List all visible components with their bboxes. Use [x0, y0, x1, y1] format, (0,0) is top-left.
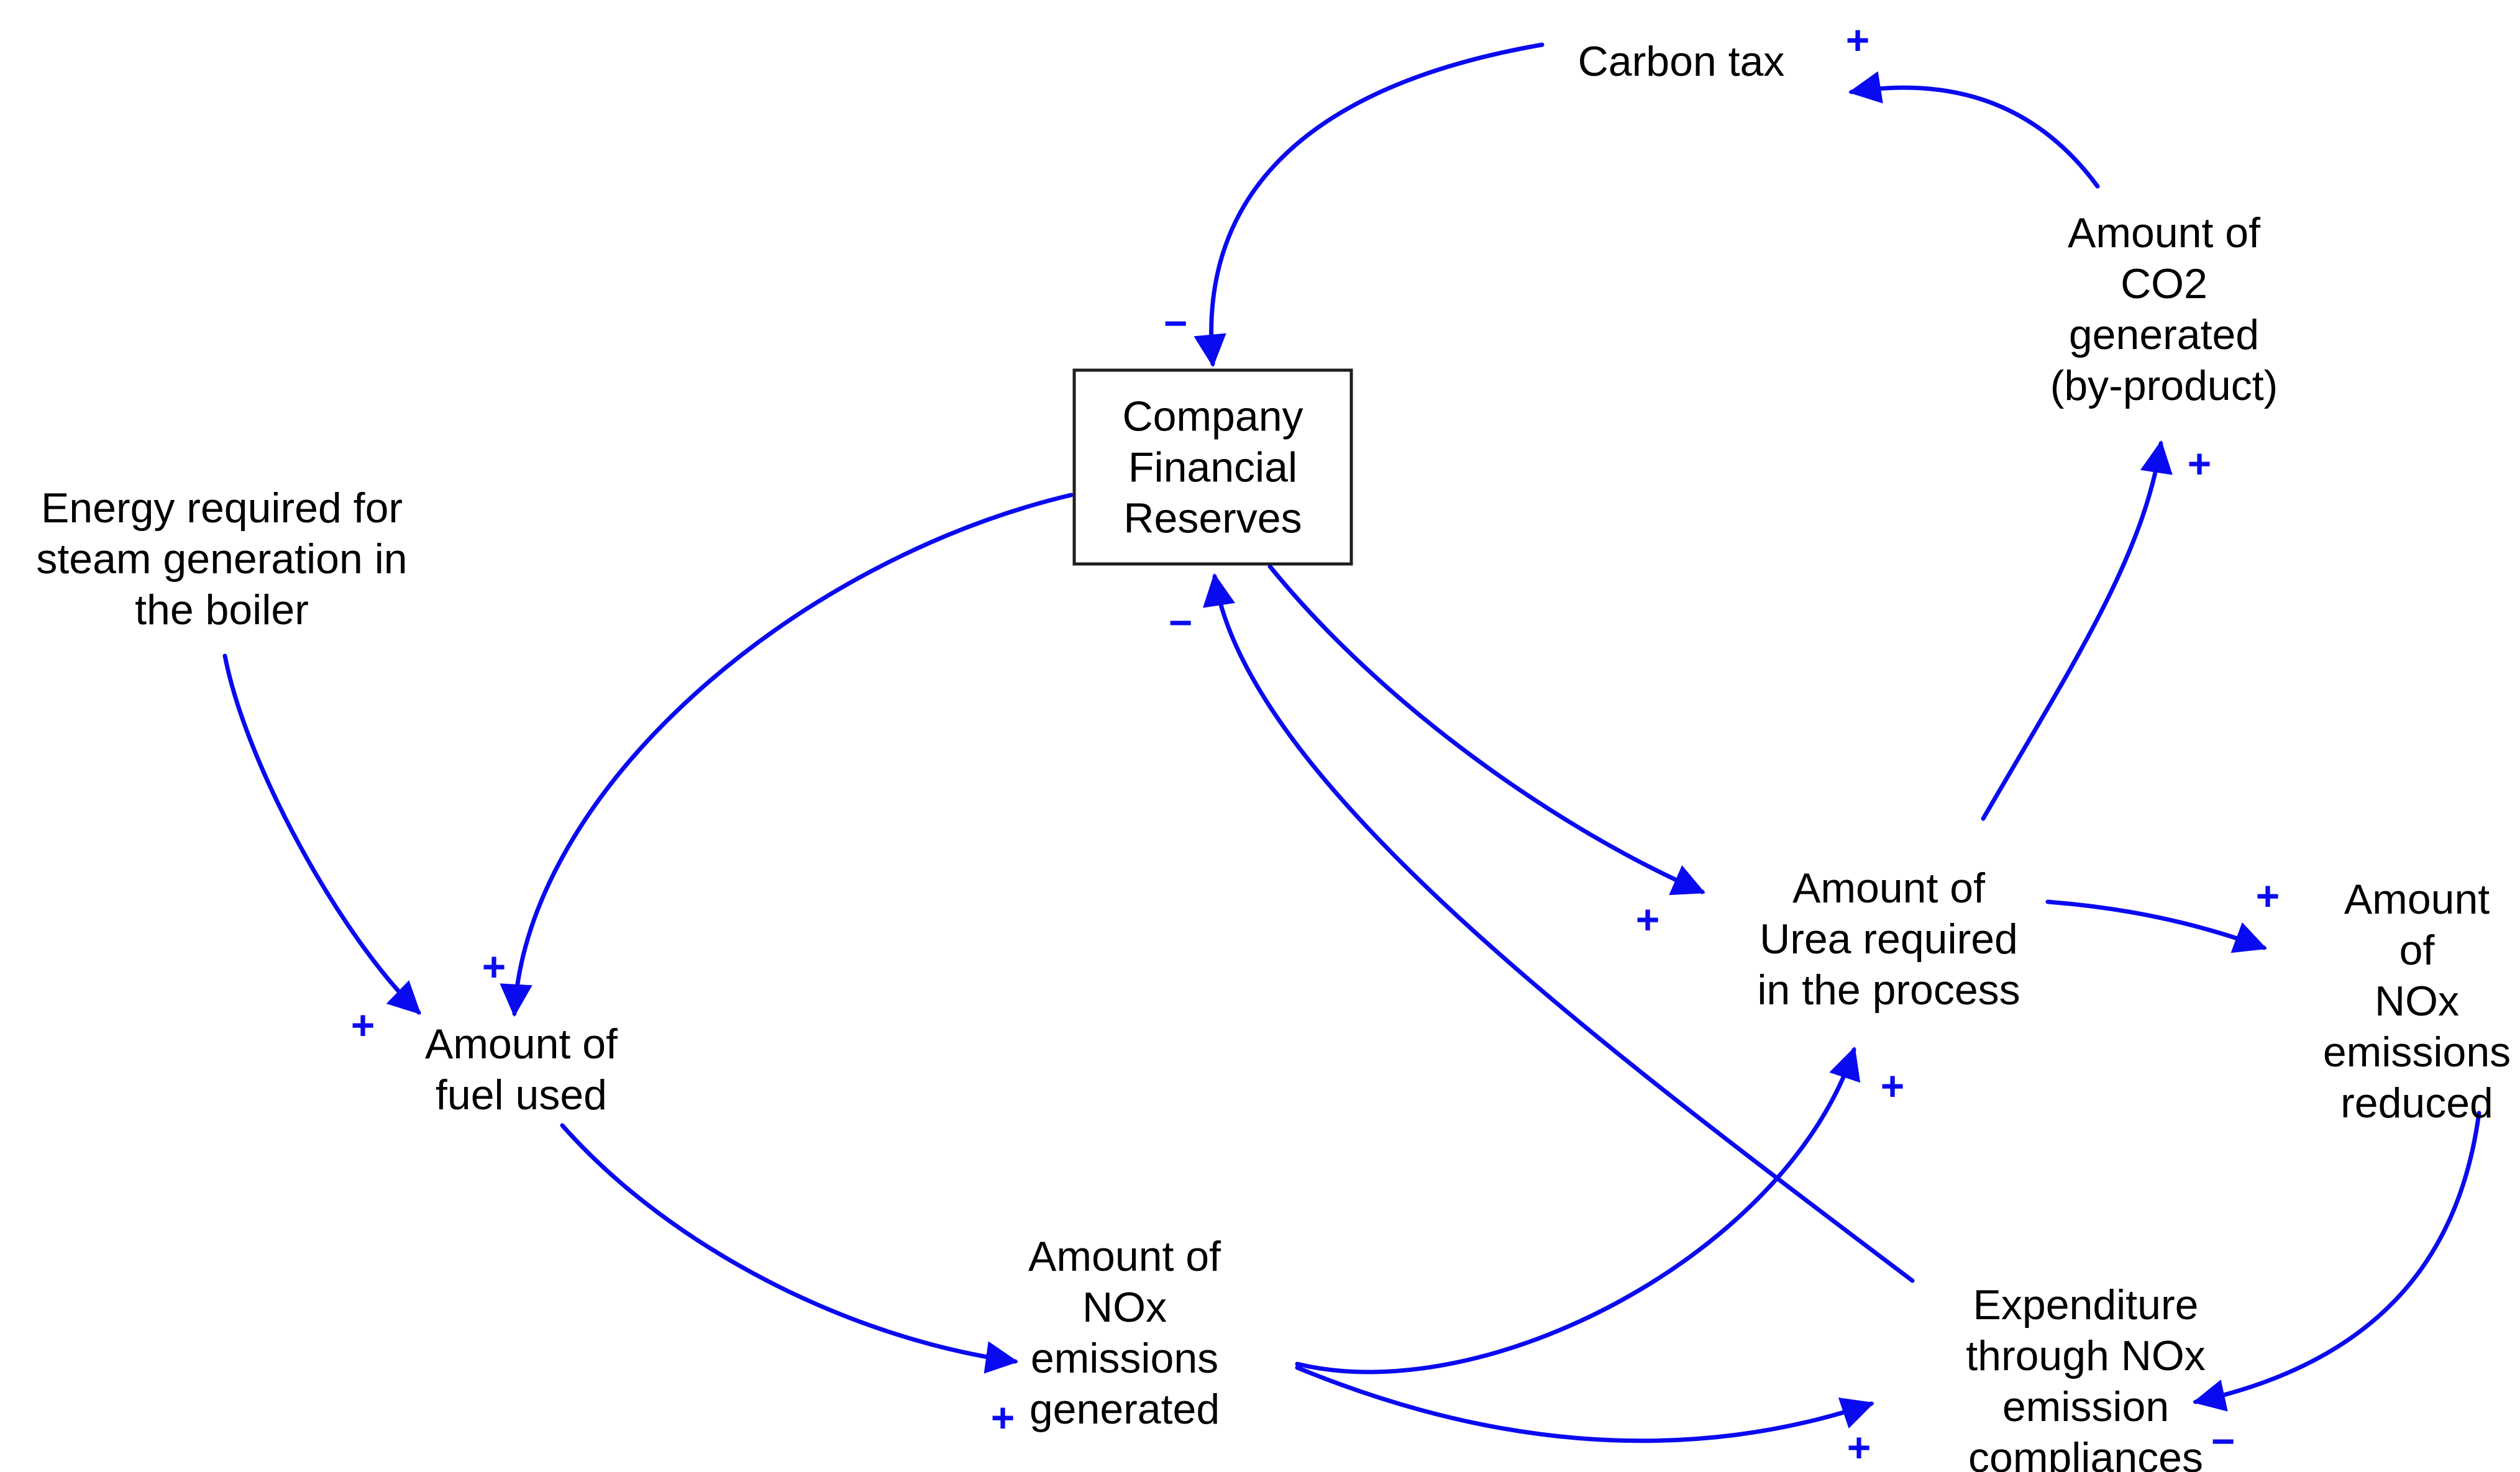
- polarity-sign-carbon-tax-to-company-financial-reserves: −: [1163, 300, 1188, 346]
- edge-company-financial-reserves-to-urea-required: [1267, 564, 1705, 896]
- edge-expenditure-nox-compliances-to-company-financial-reserves: [1203, 573, 1915, 1283]
- edge-urea-required-to-co2-generated: [1981, 440, 2173, 821]
- node-fuel-used[interactable]: Amount of fuel used: [425, 1020, 618, 1119]
- edge-group: [222, 42, 2481, 1443]
- edge-urea-required-to-nox-emissions-reduced: [2045, 899, 2267, 953]
- edge-nox-emissions-generated-to-expenditure-nox-compliances: [1295, 1365, 1874, 1443]
- node-nox-emissions-reduced[interactable]: Amount of NOx emissions reduced: [2322, 876, 2511, 1127]
- edge-nox-emissions-generated-to-urea-required: [1295, 1047, 1861, 1374]
- edge-energy-steam-boiler-to-fuel-used: [222, 653, 421, 1015]
- polarity-sign-urea-required-to-nox-emissions-reduced: +: [2255, 873, 2280, 919]
- polarity-sign-expenditure-nox-compliances-to-company-financial-reserves: −: [1168, 599, 1193, 645]
- node-nox-emissions-generated[interactable]: Amount of NOx emissions generated: [1028, 1233, 1221, 1433]
- node-carbon-tax[interactable]: Carbon tax: [1577, 38, 1785, 85]
- polarity-sign-energy-steam-boiler-to-fuel-used: +: [350, 1002, 375, 1048]
- edge-company-financial-reserves-to-fuel-used: [500, 493, 1074, 1017]
- polarity-sign-nox-emissions-reduced-to-expenditure-nox-compliances: −: [2211, 1418, 2235, 1464]
- polarity-sign-fuel-used-to-nox-emissions-generated: +: [990, 1394, 1015, 1440]
- edge-fuel-used-to-nox-emissions-generated: [560, 1123, 1019, 1374]
- node-co2-generated[interactable]: Amount of CO2 generated (by-product): [2050, 209, 2278, 409]
- node-expenditure-nox-compliances[interactable]: Expenditure through NOx emission complia…: [1966, 1281, 2206, 1472]
- polarity-sign-co2-generated-to-carbon-tax: +: [1845, 17, 1870, 63]
- polarity-sign-company-financial-reserves-to-fuel-used: +: [482, 943, 506, 989]
- node-energy-steam-boiler[interactable]: Energy required for steam generation in …: [36, 484, 408, 634]
- edge-nox-emissions-reduced-to-expenditure-nox-compliances: [2192, 1111, 2481, 1412]
- polarity-sign-nox-emissions-generated-to-urea-required: +: [1880, 1063, 1905, 1109]
- edge-carbon-tax-to-company-financial-reserves: [1194, 42, 1545, 368]
- node-company-financial-reserves[interactable]: Company Financial Reserves: [1072, 368, 1353, 566]
- edge-co2-generated-to-carbon-tax: [1848, 71, 2100, 189]
- node-urea-required[interactable]: Amount of Urea required in the process: [1757, 865, 2020, 1014]
- polarity-sign-urea-required-to-co2-generated: +: [2187, 440, 2212, 486]
- polarity-sign-company-financial-reserves-to-urea-required: +: [1635, 896, 1660, 942]
- polarity-sign-nox-emissions-generated-to-expenditure-nox-compliances: +: [1847, 1424, 1871, 1470]
